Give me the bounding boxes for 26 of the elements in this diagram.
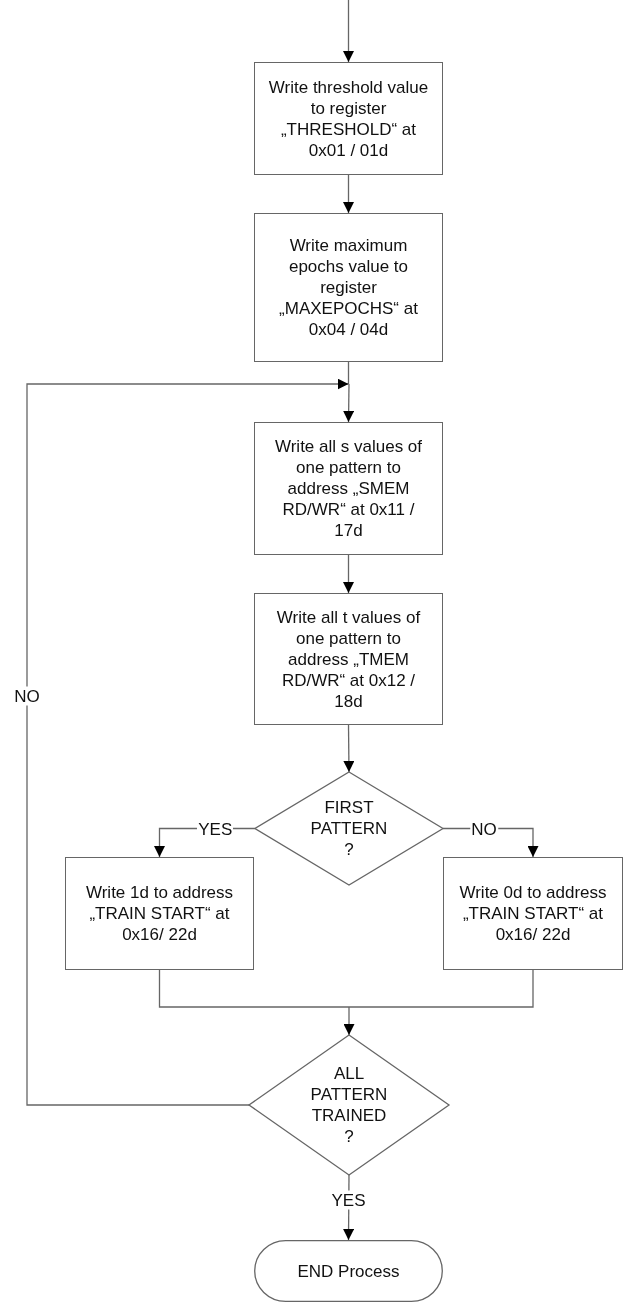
arrow — [343, 554, 354, 594]
arrow — [26, 378, 350, 1106]
arrow — [343, 383, 355, 423]
arrow — [343, 1006, 355, 1036]
node-text: ALL PATTERN TRAINED ? — [309, 1063, 389, 1147]
decision-diamond — [255, 772, 443, 885]
node-text: FIRST PATTERN ? — [309, 797, 389, 860]
node-text: Write threshold value to register „THRESHOLD“ at 0x01 / 01d — [268, 76, 429, 161]
process-box — [254, 62, 443, 175]
edge-label: NO — [13, 686, 41, 706]
node-text: Write 1d to address „TRAIN START“ at 0x16/ 22d — [84, 882, 235, 945]
node-text: END Process — [296, 1260, 401, 1282]
node-text: Write 0d to address „TRAIN START“ at 0x16/ 22d — [458, 882, 608, 945]
node-text: Write maximum epochs value to register „MAXEPOCHS“ at 0x04 / 04d — [278, 235, 419, 340]
process-box — [65, 857, 254, 970]
process-box — [254, 213, 443, 362]
arrow — [343, 0, 354, 63]
arrow — [343, 174, 354, 214]
process-box — [443, 857, 623, 970]
edge-label: YES — [330, 1190, 367, 1210]
process-box — [254, 422, 443, 555]
node-text: Write all t values of one pattern to address „TMEM RD/WR“ at 0x12 / 18d — [275, 606, 422, 712]
process-box — [254, 593, 443, 725]
arrow — [343, 724, 355, 773]
decision-diamond — [249, 1035, 449, 1175]
node-text: Write all s values of one pattern to address „SMEM RD/WR“ at 0x11 / 17d — [273, 436, 424, 541]
